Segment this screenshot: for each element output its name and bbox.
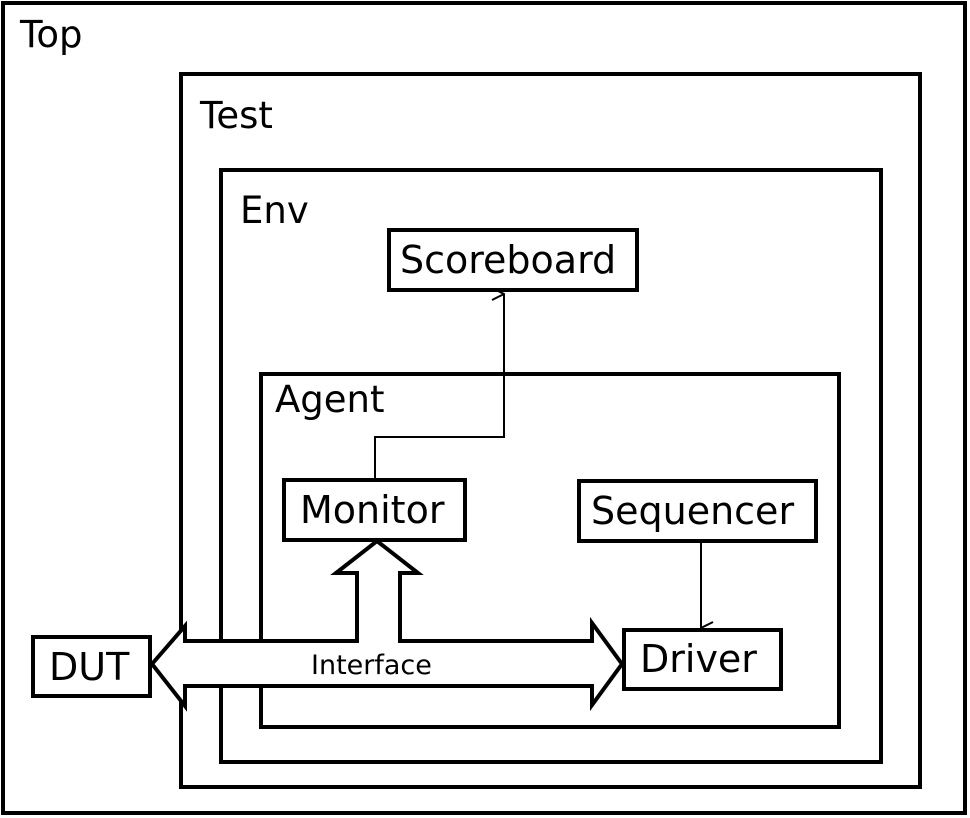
agent-container bbox=[259, 372, 841, 729]
driver-box bbox=[622, 628, 783, 691]
env-container bbox=[219, 168, 883, 764]
interface-label: Interface bbox=[311, 650, 432, 681]
env-label: Env bbox=[240, 189, 309, 232]
scoreboard-box bbox=[387, 228, 639, 292]
dut-label: DUT bbox=[49, 645, 130, 689]
scoreboard-label: Scoreboard bbox=[400, 238, 616, 282]
sequencer-box bbox=[577, 479, 818, 543]
top-label: Top bbox=[19, 13, 82, 56]
interface-arrow bbox=[149, 538, 625, 712]
agent-label: Agent bbox=[275, 378, 385, 421]
test-label: Test bbox=[199, 94, 273, 137]
driver-label: Driver bbox=[640, 637, 757, 681]
sequencer-label: Sequencer bbox=[591, 489, 794, 533]
test-container bbox=[179, 72, 922, 789]
monitor-box bbox=[282, 478, 467, 542]
dut-box bbox=[31, 635, 152, 698]
monitor-to-scoreboard-arrow bbox=[374, 294, 505, 480]
monitor-label: Monitor bbox=[300, 488, 445, 532]
